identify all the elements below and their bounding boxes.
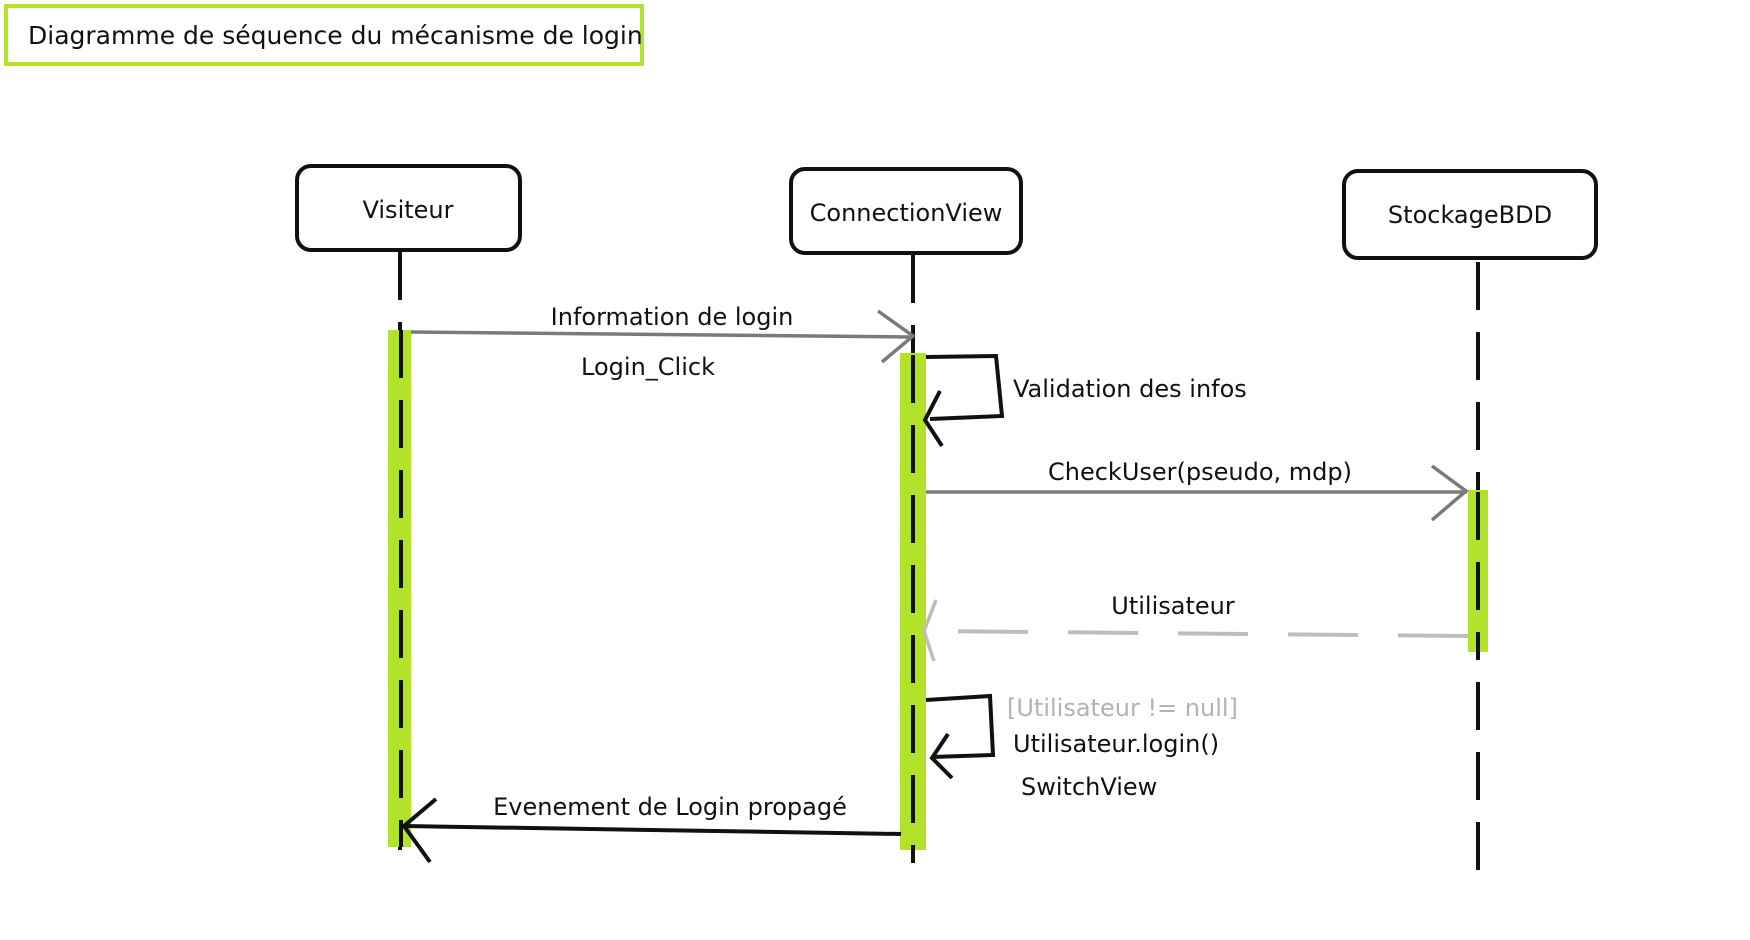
participant-connectionview-label: ConnectionView (810, 199, 1003, 227)
message-utilisateur-login-label: Utilisateur.login() (1013, 730, 1219, 758)
message-utilisateur-return-label: Utilisateur (1111, 592, 1235, 620)
message-evenement-de-login: Evenement de Login propagé (401, 793, 902, 864)
message-information-de-login: Information de login Login_Click (410, 303, 916, 381)
diagram-title-text: Diagramme de séquence du mécanisme de lo… (28, 20, 643, 50)
message-utilisateur-return: Utilisateur (922, 592, 1469, 662)
participant-stockagebdd: StockageBDD (1342, 169, 1598, 260)
participant-visiteur: Visiteur (295, 164, 522, 252)
message-login-click-label: Login_Click (581, 353, 715, 381)
participant-visiteur-label: Visiteur (363, 196, 454, 224)
participant-connectionview: ConnectionView (789, 167, 1023, 255)
participant-stockagebdd-label: StockageBDD (1388, 201, 1552, 229)
message-switchview-label: SwitchView (1021, 773, 1157, 801)
activation-bar-visiteur (388, 330, 411, 847)
message-checkuser: CheckUser(pseudo, mdp) (926, 458, 1469, 522)
message-information-de-login-label: Information de login (551, 303, 794, 331)
message-guard-label: [Utilisateur != null] (1007, 694, 1238, 722)
diagram-title: Diagramme de séquence du mécanisme de lo… (4, 4, 644, 66)
message-utilisateur-login: [Utilisateur != null] Utilisateur.login(… (925, 693, 1238, 801)
message-evenement-de-login-label: Evenement de Login propagé (493, 793, 847, 821)
message-checkuser-label: CheckUser(pseudo, mdp) (1048, 458, 1352, 486)
message-validation-des-infos: Validation des infos (922, 353, 1247, 448)
message-validation-des-infos-label: Validation des infos (1013, 375, 1247, 403)
